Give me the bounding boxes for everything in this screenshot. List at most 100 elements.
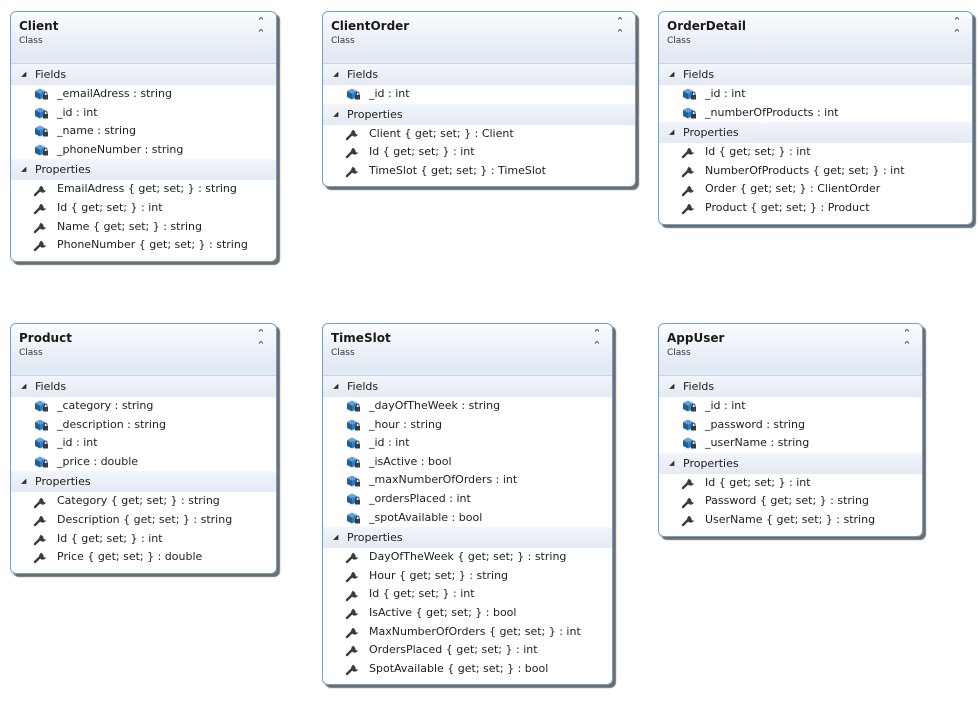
private-field-icon	[33, 436, 57, 450]
section-expanded-triangle-icon[interactable]: ◢	[21, 477, 27, 486]
fields-section-header[interactable]: ◢ Fields	[11, 376, 276, 397]
section-label: Fields	[35, 380, 67, 393]
field-item[interactable]: _price : double	[11, 453, 276, 472]
property-item[interactable]: Id { get; set; } : int	[323, 143, 635, 162]
properties-section-header[interactable]: ◢Properties	[659, 452, 922, 474]
fields-section-header[interactable]: ◢Fields	[659, 376, 922, 397]
field-item[interactable]: _description : string	[11, 416, 276, 435]
section-expanded-triangle-icon[interactable]: ◢	[669, 458, 675, 467]
section-expanded-triangle-icon[interactable]: ◢	[669, 382, 675, 390]
property-item[interactable]: Category { get; set; } : string	[11, 492, 276, 511]
property-item[interactable]: DayOfTheWeek { get; set; } : string	[323, 548, 612, 567]
property-item[interactable]: Price { get; set; } : double	[11, 548, 276, 567]
collapse-chevron-icon[interactable]: ⌃⌃	[256, 15, 266, 40]
properties-section-header[interactable]: ◢ Properties	[11, 159, 276, 181]
section-expanded-triangle-icon[interactable]: ◢	[21, 70, 27, 78]
properties-section-header[interactable]: ◢Properties	[659, 122, 972, 144]
private-field-icon	[681, 418, 705, 432]
collapse-chevron-icon[interactable]: ⌃⌃	[592, 327, 602, 352]
section-expanded-triangle-icon[interactable]: ◢	[21, 382, 27, 390]
field-item[interactable]: _hour : string	[323, 416, 612, 435]
field-item[interactable]: _id : int	[323, 85, 635, 104]
property-wrench-icon	[33, 513, 57, 527]
property-item[interactable]: Client { get; set; } : Client	[323, 125, 635, 144]
property-item[interactable]: Id { get; set; } : int	[659, 143, 972, 162]
property-wrench-icon	[681, 495, 705, 509]
property-item[interactable]: PhoneNumber { get; set; } : string	[11, 236, 276, 255]
property-item[interactable]: Name { get; set; } : string	[11, 218, 276, 237]
fields-section-header[interactable]: ◢Fields	[11, 64, 276, 85]
field-item[interactable]: _id : int	[11, 104, 276, 123]
collapse-chevron-icon[interactable]: ⌃⌃	[902, 327, 912, 352]
property-wrench-icon	[33, 495, 57, 509]
field-item[interactable]: _name : string	[11, 122, 276, 141]
collapse-chevron-icon[interactable]: ⌃⌃	[952, 15, 962, 40]
field-item[interactable]: _password : string	[659, 416, 922, 435]
properties-section-header[interactable]: ◢Properties	[323, 103, 635, 125]
field-item[interactable]: _phoneNumber : string	[11, 141, 276, 160]
section-expanded-triangle-icon[interactable]: ◢	[669, 128, 675, 137]
fields-section-header[interactable]: ◢Fields	[323, 376, 612, 397]
field-item[interactable]: _id : int	[659, 397, 922, 416]
property-item[interactable]: Id { get; set; } : int	[11, 199, 276, 218]
private-field-icon	[33, 418, 57, 432]
fields-section-header[interactable]: ◢Fields	[659, 64, 972, 85]
field-item[interactable]: _isActive : bool	[323, 453, 612, 472]
field-item[interactable]: _id : int	[659, 85, 972, 104]
field-item[interactable]: _userName : string	[659, 434, 922, 453]
section-expanded-triangle-icon[interactable]: ◢	[669, 70, 675, 78]
section-expanded-triangle-icon[interactable]: ◢	[333, 109, 339, 118]
property-item[interactable]: Description { get; set; } : string	[11, 511, 276, 530]
property-item[interactable]: MaxNumberOfOrders { get; set; } : int	[323, 623, 612, 642]
section-expanded-triangle-icon[interactable]: ◢	[333, 533, 339, 542]
property-text: DayOfTheWeek { get; set; } : string	[369, 550, 567, 564]
property-item[interactable]: TimeSlot { get; set; } : TimeSlot	[323, 162, 635, 181]
field-item[interactable]: _ordersPlaced : int	[323, 490, 612, 509]
property-item[interactable]: UserName { get; set; } : string	[659, 511, 922, 530]
property-item[interactable]: Password { get; set; } : string	[659, 492, 922, 511]
property-item[interactable]: IsActive { get; set; } : bool	[323, 604, 612, 623]
property-item[interactable]: Id { get; set; } : int	[659, 474, 922, 493]
fields-section-header[interactable]: ◢Fields	[323, 64, 635, 85]
field-item[interactable]: _maxNumberOfOrders : int	[323, 471, 612, 490]
field-item[interactable]: _spotAvailable : bool	[323, 509, 612, 528]
field-item[interactable]: _emailAdress : string	[11, 85, 276, 104]
properties-section-header[interactable]: ◢Properties	[323, 527, 612, 549]
collapse-chevron-icon[interactable]: ⌃⌃	[256, 327, 266, 352]
collapse-chevron-icon[interactable]: ⌃⌃	[615, 15, 625, 40]
section-expanded-triangle-icon[interactable]: ◢	[333, 382, 339, 390]
property-item[interactable]: Hour { get; set; } : string	[323, 567, 612, 586]
properties-section-header[interactable]: ◢Properties	[11, 471, 276, 493]
property-item[interactable]: Id { get; set; } : int	[323, 585, 612, 604]
section-expanded-triangle-icon[interactable]: ◢	[333, 70, 339, 78]
property-wrench-icon	[345, 662, 369, 676]
property-item[interactable]: Product { get; set; } : Product	[659, 199, 972, 218]
field-item[interactable]: _id : int	[323, 434, 612, 453]
field-item[interactable]: _id : int	[11, 434, 276, 453]
property-text: NumberOfProducts { get; set; } : int	[705, 163, 905, 177]
property-item[interactable]: NumberOfProducts { get; set; } : int	[659, 162, 972, 181]
property-item[interactable]: OrdersPlaced { get; set; } : int	[323, 641, 612, 660]
property-item[interactable]: Order { get; set; } : ClientOrder	[659, 180, 972, 199]
property-item[interactable]: Id { get; set; } : int	[11, 530, 276, 549]
field-item[interactable]: _category : string	[11, 397, 276, 416]
field-item[interactable]: _numberOfProducts : int	[659, 104, 972, 123]
section-label: Properties	[35, 163, 91, 177]
property-item[interactable]: EmailAdress { get; set; } : string	[11, 180, 276, 199]
private-field-icon	[33, 124, 57, 138]
property-item[interactable]: SpotAvailable { get; set; } : bool	[323, 660, 612, 679]
section-expanded-triangle-icon[interactable]: ◢	[21, 165, 27, 174]
field-item[interactable]: _dayOfTheWeek : string	[323, 397, 612, 416]
